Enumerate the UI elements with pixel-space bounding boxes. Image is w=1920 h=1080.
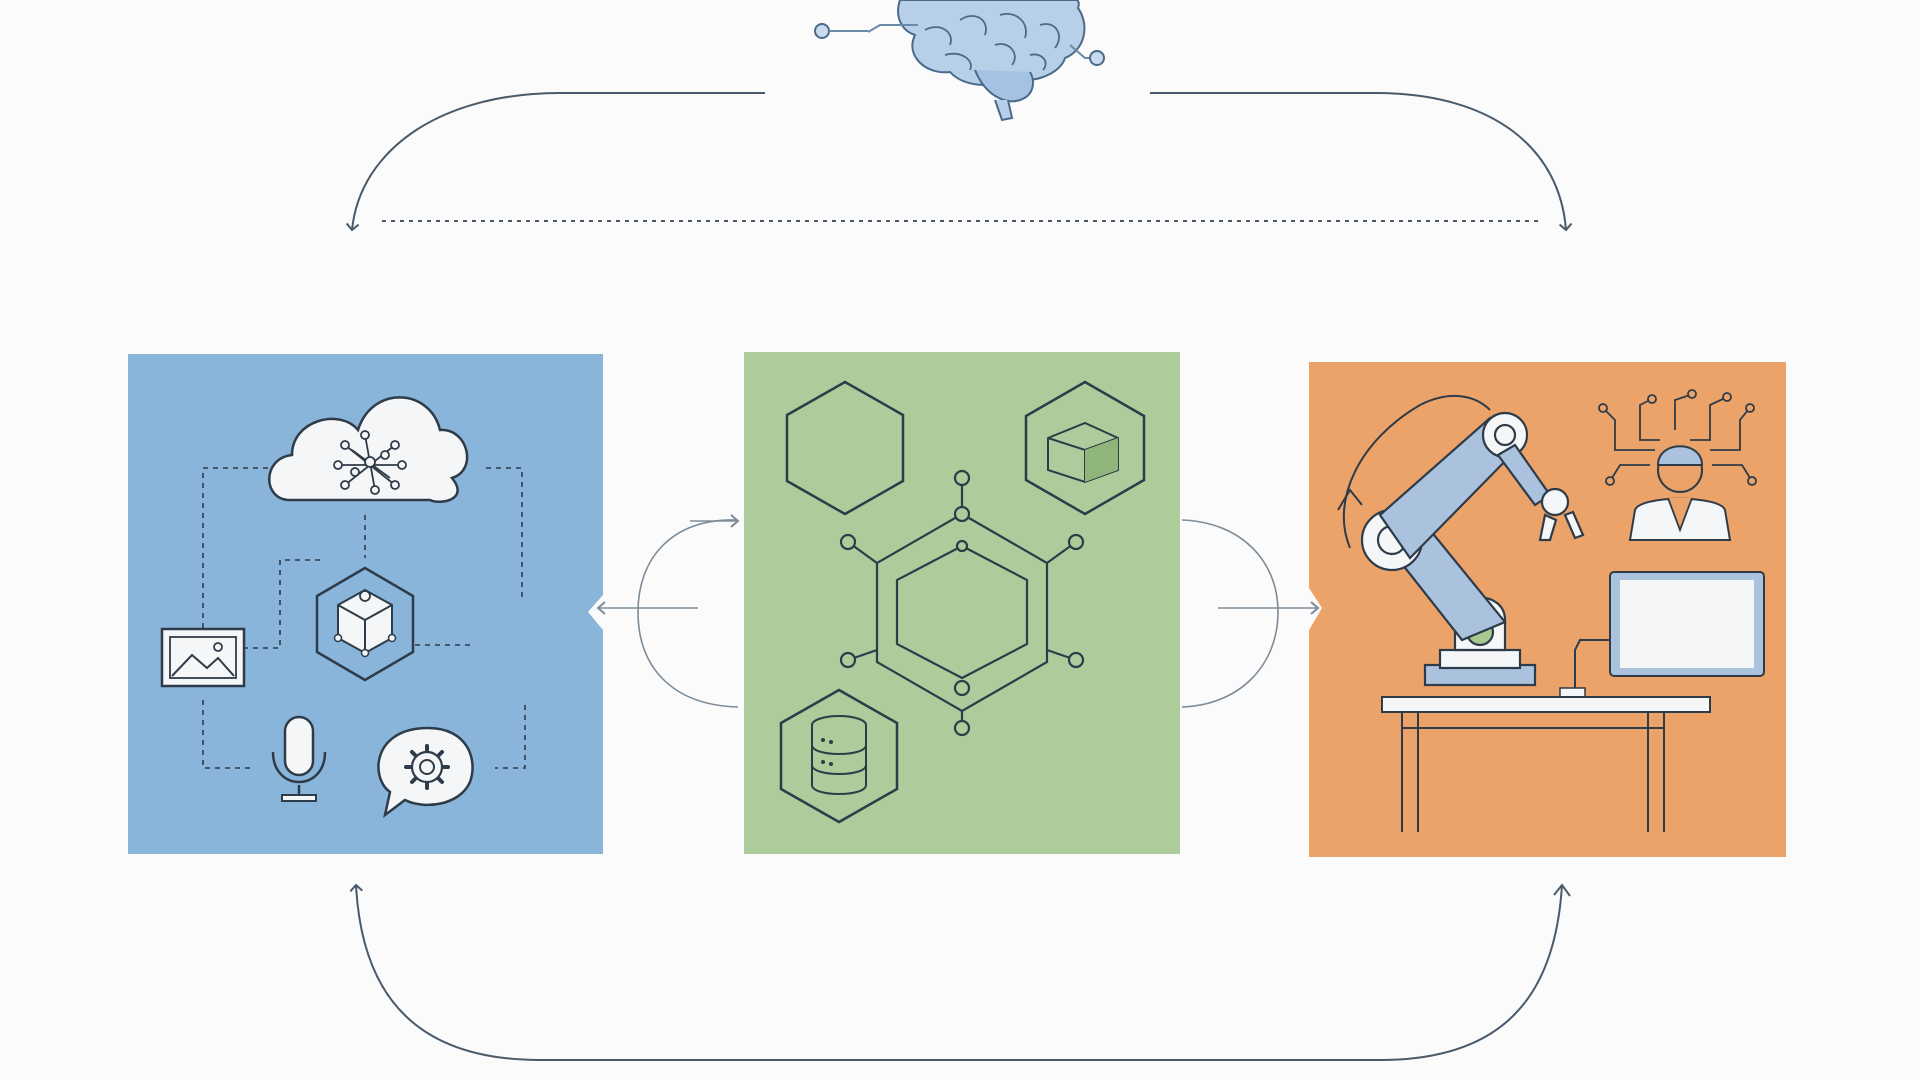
monitor-icon	[1559, 571, 1765, 699]
middle-connectors	[596, 514, 1320, 708]
bottom-loop-arc	[349, 883, 1563, 1061]
bottom-connector	[349, 883, 1571, 1061]
doctor-icon	[1598, 389, 1757, 541]
molecule-network-icon	[839, 469, 1085, 737]
arc-left-upper	[637, 519, 739, 708]
database-icon	[779, 688, 899, 824]
cloud-network-icon	[268, 396, 469, 504]
brain-icon	[814, 0, 1105, 122]
image-icon	[160, 627, 246, 688]
robot-arm-icon	[1337, 394, 1585, 687]
arc-brain-to-input	[345, 92, 765, 232]
processing-panel	[744, 352, 1180, 854]
output-panel	[1309, 362, 1786, 857]
cube-hexagon-icon	[1024, 380, 1146, 516]
table-icon	[1381, 696, 1711, 832]
input-panel	[128, 354, 603, 854]
hexagon-icon	[785, 380, 905, 516]
cube-hexagon-icon	[315, 566, 415, 682]
processing-panel-box	[744, 352, 1180, 854]
top-connectors	[345, 92, 1573, 232]
input-panel-dashed-links	[202, 467, 526, 769]
arc-right	[1181, 519, 1279, 708]
gear-chat-icon	[377, 726, 474, 819]
arc-brain-to-output	[1150, 92, 1573, 232]
microphone-icon	[271, 715, 327, 802]
